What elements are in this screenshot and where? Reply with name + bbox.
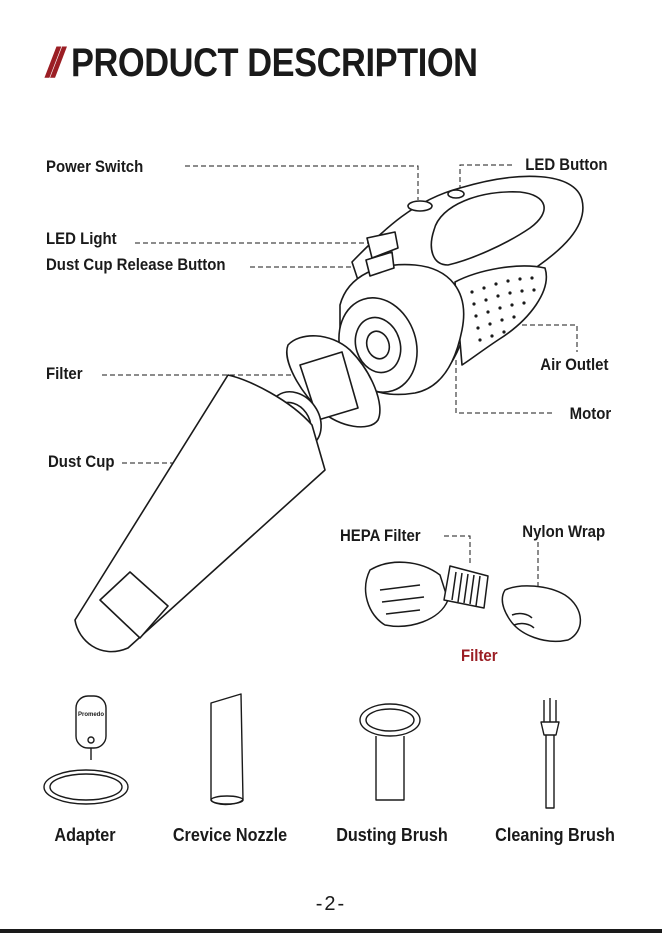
label-led-light: LED Light (46, 229, 117, 249)
label-adapter: Adapter (40, 825, 130, 846)
label-led-button: LED Button (525, 155, 607, 175)
leader-nylon (522, 542, 538, 588)
label-filter: Filter (46, 364, 83, 384)
label-filter-caption: Filter (461, 646, 498, 666)
label-air-outlet: Air Outlet (540, 355, 608, 375)
label-dust-cup-release-button: Dust Cup Release Button (46, 255, 226, 275)
label-power-switch: Power Switch (46, 157, 143, 177)
label-hepa-filter: HEPA Filter (340, 526, 421, 546)
label-cleaning-brush: Cleaning Brush (492, 825, 618, 846)
bottom-rule (0, 929, 662, 933)
label-dusting-brush: Dusting Brush (329, 825, 455, 846)
label-nylon-wrap: Nylon Wrap (522, 522, 605, 542)
label-motor: Motor (569, 404, 611, 424)
hepa-filter-detail (366, 562, 581, 641)
label-dust-cup: Dust Cup (48, 452, 114, 472)
page-number: -2- (0, 893, 662, 916)
label-crevice-nozzle: Crevice Nozzle (167, 825, 293, 846)
adapter-brand-text: Promedo (78, 712, 104, 718)
leader-hepa (444, 536, 470, 565)
filter-and-cup (75, 336, 380, 652)
accessories-art (44, 694, 559, 808)
leader-power-switch (185, 166, 418, 200)
